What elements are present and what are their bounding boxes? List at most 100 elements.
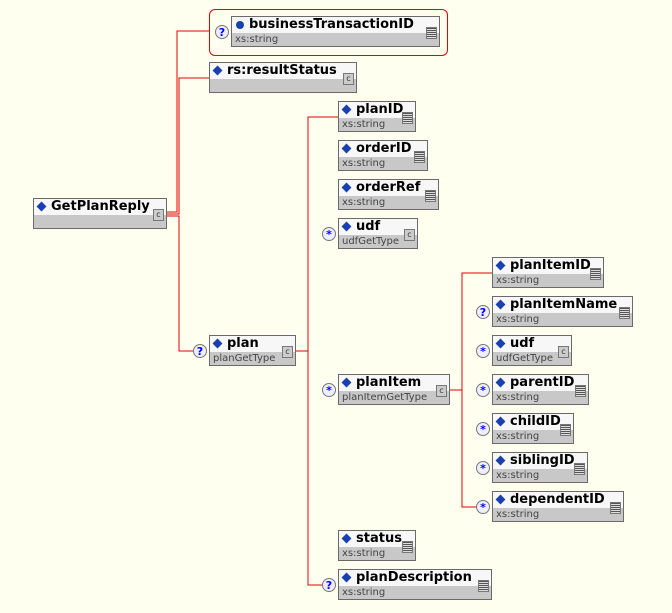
node-name: planItemName bbox=[510, 297, 618, 312]
node-type: udfGetType bbox=[342, 236, 399, 247]
documentation-icon[interactable] bbox=[425, 190, 436, 202]
multiple-occurrence-icon: * bbox=[476, 461, 490, 475]
element-node-planItemName[interactable]: planItemName xs:string bbox=[492, 296, 633, 327]
node-type: xs:string bbox=[342, 158, 386, 169]
node-type: planItemGetType bbox=[342, 392, 428, 403]
node-header: planDescription bbox=[339, 570, 491, 586]
element-node-childID[interactable]: childID xs:string bbox=[492, 413, 574, 444]
element-diamond-icon bbox=[495, 338, 506, 349]
node-type: xs:string bbox=[496, 431, 540, 442]
element-diamond-icon bbox=[341, 143, 352, 154]
multiple-occurrence-icon: * bbox=[476, 383, 490, 397]
node-name: planDescription bbox=[356, 570, 472, 585]
multiple-occurrence-icon: * bbox=[476, 344, 490, 358]
node-name: udf bbox=[356, 219, 381, 234]
element-diamond-icon bbox=[495, 299, 506, 310]
element-diamond-icon bbox=[212, 338, 223, 349]
node-header: childID bbox=[493, 414, 573, 430]
documentation-icon[interactable] bbox=[478, 580, 489, 592]
node-type: xs:string bbox=[496, 314, 540, 325]
element-node-udf[interactable]: udf udfGetType c bbox=[492, 335, 572, 366]
element-dot-icon bbox=[236, 21, 244, 29]
node-name: dependentID bbox=[510, 492, 605, 507]
element-diamond-icon bbox=[341, 221, 352, 232]
node-name: udf bbox=[510, 336, 535, 351]
node-header: planItemName bbox=[493, 297, 632, 313]
element-diamond-icon bbox=[36, 201, 47, 212]
node-header: orderID bbox=[339, 141, 427, 157]
node-name: planItem bbox=[356, 375, 422, 390]
element-diamond-icon bbox=[341, 572, 352, 583]
node-name: siblingID bbox=[510, 453, 575, 468]
element-diamond-icon bbox=[212, 65, 223, 76]
node-header: udf bbox=[339, 219, 417, 235]
optional-occurrence-icon: ? bbox=[215, 25, 229, 39]
node-header: status bbox=[339, 531, 415, 547]
node-name: planID bbox=[356, 102, 404, 117]
documentation-icon[interactable] bbox=[574, 463, 585, 475]
documentation-icon[interactable] bbox=[619, 307, 630, 319]
element-node-udf[interactable]: udf udfGetType c bbox=[338, 218, 418, 249]
node-header: orderRef bbox=[339, 180, 438, 196]
node-name: orderRef bbox=[356, 180, 421, 195]
node-name: status bbox=[356, 531, 402, 546]
node-header: dependentID bbox=[493, 492, 623, 508]
node-header: businessTransactionID bbox=[232, 17, 439, 33]
complex-type-expand-icon[interactable]: c bbox=[558, 346, 569, 358]
node-name: rs:resultStatus bbox=[227, 63, 337, 78]
multiple-occurrence-icon: * bbox=[476, 422, 490, 436]
element-diamond-icon bbox=[495, 260, 506, 271]
node-name: planItemID bbox=[510, 258, 591, 273]
documentation-icon[interactable] bbox=[402, 112, 413, 124]
node-header: GetPlanReply bbox=[34, 199, 166, 215]
documentation-icon[interactable] bbox=[560, 424, 571, 436]
node-type: udfGetType bbox=[496, 353, 553, 364]
node-type: xs:string bbox=[496, 275, 540, 286]
optional-group-frame bbox=[209, 9, 448, 56]
element-diamond-icon bbox=[341, 104, 352, 115]
optional-occurrence-icon: ? bbox=[193, 344, 207, 358]
node-type: xs:string bbox=[342, 119, 386, 130]
documentation-icon[interactable] bbox=[426, 27, 437, 39]
documentation-icon[interactable] bbox=[402, 541, 413, 553]
node-type: xs:string bbox=[342, 197, 386, 208]
node-header: rs:resultStatus bbox=[210, 63, 356, 79]
documentation-icon[interactable] bbox=[590, 268, 601, 280]
element-node-planID[interactable]: planID xs:string bbox=[338, 101, 416, 132]
complex-type-expand-icon[interactable]: c bbox=[404, 229, 415, 241]
node-name: businessTransactionID bbox=[249, 17, 414, 32]
complex-type-expand-icon[interactable]: c bbox=[436, 385, 447, 397]
element-node-planDescription[interactable]: planDescription xs:string bbox=[338, 569, 492, 600]
node-name: plan bbox=[227, 336, 259, 351]
complex-type-expand-icon[interactable]: c bbox=[282, 346, 293, 358]
node-type: xs:string bbox=[342, 587, 386, 598]
complex-type-expand-icon[interactable]: c bbox=[343, 73, 354, 85]
node-type: xs:string bbox=[342, 548, 386, 559]
node-header: planItemID bbox=[493, 258, 603, 274]
element-node-businessTransactionID[interactable]: businessTransactionID xs:string bbox=[231, 16, 440, 47]
element-node-rs-resultStatus[interactable]: rs:resultStatus c bbox=[209, 62, 357, 93]
node-type: xs:string bbox=[235, 34, 279, 45]
documentation-icon[interactable] bbox=[575, 385, 586, 397]
element-node-planItemID[interactable]: planItemID xs:string bbox=[492, 257, 604, 288]
node-name: childID bbox=[510, 414, 561, 429]
node-header: udf bbox=[493, 336, 571, 352]
element-node-orderRef[interactable]: orderRef xs:string bbox=[338, 179, 439, 210]
element-node-status[interactable]: status xs:string bbox=[338, 530, 416, 561]
node-type: xs:string bbox=[496, 392, 540, 403]
node-name: GetPlanReply bbox=[51, 199, 150, 214]
node-name: parentID bbox=[510, 375, 575, 390]
complex-type-expand-icon[interactable]: c bbox=[153, 209, 164, 221]
element-diamond-icon bbox=[495, 377, 506, 388]
documentation-icon[interactable] bbox=[414, 151, 425, 163]
documentation-icon[interactable] bbox=[610, 502, 621, 514]
element-diamond-icon bbox=[341, 182, 352, 193]
element-node-parentID[interactable]: parentID xs:string bbox=[492, 374, 589, 405]
element-node-planItem[interactable]: planItem planItemGetType c bbox=[338, 374, 450, 405]
